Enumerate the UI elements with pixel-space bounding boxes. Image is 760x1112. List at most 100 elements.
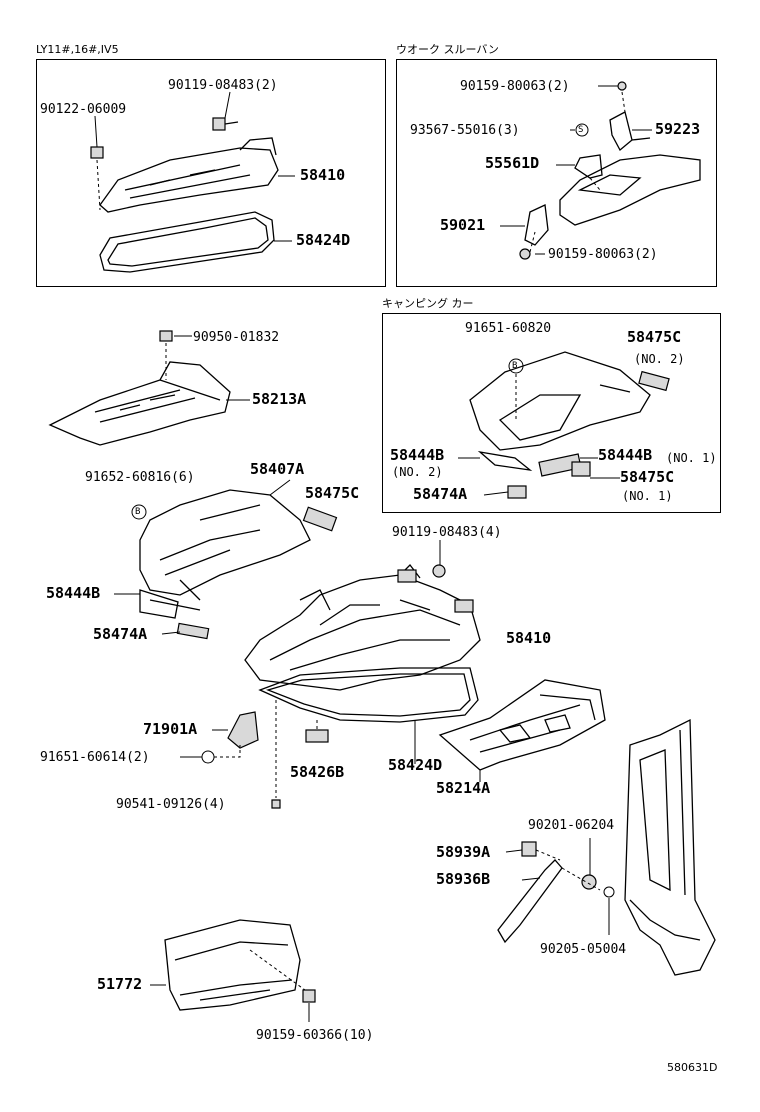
plate-59021 [524, 204, 549, 246]
part-note-58475c-no1: (NO. 1) [622, 489, 673, 503]
washer-90205 [603, 886, 615, 898]
part-label-58410-main[interactable]: 58410 [506, 629, 552, 647]
leader-58213a [174, 335, 250, 401]
part-label-58936b[interactable]: 58936B [436, 870, 491, 888]
part-label-90119-08483-4[interactable]: 90119-08483(4) [392, 525, 502, 540]
leader-arm [505, 838, 610, 935]
bracket-71901a [227, 711, 259, 749]
symbol-b-circle-main [131, 504, 147, 520]
trim-58424d-small [99, 211, 275, 273]
clip-90541 [271, 799, 281, 809]
figure-id: 580631D [667, 1061, 718, 1074]
dash-71901a [214, 745, 241, 758]
frame-left-variant [36, 59, 386, 287]
part-label-58939a[interactable]: 58939A [436, 843, 491, 861]
part-label-59223[interactable]: 59223 [655, 120, 701, 138]
part-label-90159-80063-top[interactable]: 90159-80063(2) [460, 79, 570, 94]
floor-58214a [438, 679, 606, 771]
trim-58424d-main [258, 667, 479, 723]
pad-58474a-camp [507, 485, 527, 499]
part-note-58475c-no2: (NO. 2) [634, 352, 685, 366]
part-label-51772[interactable]: 51772 [97, 975, 143, 993]
washer-90201 [581, 874, 597, 890]
pad-58444b-no1 [538, 453, 582, 477]
leader-71901a [180, 729, 228, 758]
pad-58444b-no2 [477, 450, 533, 471]
symbol-s-circle [575, 123, 589, 137]
nut-91651-60614 [201, 750, 215, 764]
arm-58936b [497, 859, 563, 944]
part-label-90159-80063-bottom[interactable]: 90159-80063(2) [548, 247, 658, 262]
part-label-58214a[interactable]: 58214A [436, 779, 491, 797]
pad-58444b-main [139, 589, 179, 619]
leader-51772 [150, 984, 310, 1022]
part-label-90122-06009[interactable]: 90122-06009 [40, 102, 127, 117]
part-label-93567-55016[interactable]: 93567-55016(3) [410, 123, 520, 138]
variant-header-walkthrough: ウオーク スルーバン [396, 43, 499, 56]
part-label-91652-60816[interactable]: 91652-60816(6) [85, 470, 195, 485]
mat-58407a [139, 489, 311, 611]
symbol-b-camp: B [512, 361, 518, 371]
part-label-55561d[interactable]: 55561D [485, 154, 540, 172]
part-label-58407a[interactable]: 58407A [250, 460, 305, 478]
frame-walkthrough-van [396, 59, 717, 287]
symbol-b-circle-camp [508, 358, 524, 374]
pad-58475c-no2 [638, 370, 670, 392]
variant-header-camping: キャンピング カー [382, 297, 474, 310]
part-label-90201-06204[interactable]: 90201-06204 [528, 818, 615, 833]
part-label-58426b[interactable]: 58426B [290, 763, 345, 781]
part-label-90205-05004[interactable]: 90205-05004 [540, 942, 627, 957]
part-label-58444b-no1[interactable]: 58444B [598, 446, 653, 464]
part-label-90119-08483-2[interactable]: 90119-08483(2) [168, 78, 278, 93]
leader-58407a [114, 479, 291, 635]
pad-58426b [305, 729, 329, 743]
part-label-59021[interactable]: 59021 [440, 216, 486, 234]
clip-90119-small [212, 117, 239, 131]
bolt-58939a [521, 841, 537, 857]
part-label-58474a-camp[interactable]: 58474A [413, 485, 468, 503]
part-label-58444b-main[interactable]: 58444B [46, 584, 101, 602]
bolt-90159-top [617, 81, 627, 91]
part-label-91651-60614[interactable]: 91651-60614(2) [40, 750, 150, 765]
part-label-58475c-main[interactable]: 58475C [305, 484, 360, 502]
clip-90119-main [432, 564, 446, 578]
floor-mat-58410-small [99, 137, 279, 213]
dash-51772 [249, 949, 306, 991]
symbol-b-main: B [135, 507, 141, 517]
part-label-58475c-no2[interactable]: 58475C [627, 328, 682, 346]
part-label-58474a-main[interactable]: 58474A [93, 625, 148, 643]
clip-90950 [159, 330, 173, 342]
leader-box2 [500, 85, 652, 255]
part-label-58475c-no1[interactable]: 58475C [620, 468, 675, 486]
symbol-s: S [578, 125, 584, 135]
part-label-58213a[interactable]: 58213A [252, 390, 307, 408]
part-note-58444b-no2: (NO. 2) [392, 465, 443, 479]
dash-box2 [529, 91, 626, 253]
part-label-58424d-box[interactable]: 58424D [296, 231, 351, 249]
part-label-90159-60366[interactable]: 90159-60366(10) [256, 1028, 374, 1043]
pad-58474a-main [176, 622, 210, 640]
box-51772 [164, 919, 301, 1011]
part-label-58424d-main[interactable]: 58424D [388, 756, 443, 774]
variant-header-left: LY11#,16#,IV5 [36, 43, 119, 56]
part-label-91651-60820[interactable]: 91651-60820 [465, 321, 552, 336]
part-label-58444b-no2[interactable]: 58444B [390, 446, 445, 464]
pad-58475c-no1 [571, 461, 591, 477]
part-label-90950-01832[interactable]: 90950-01832 [193, 330, 280, 345]
dash-arm [535, 849, 601, 891]
part-label-90541-09126[interactable]: 90541-09126(4) [116, 797, 226, 812]
bracket-55561d [574, 154, 603, 179]
side-panel-rear [624, 718, 716, 976]
part-note-58444b-no1: (NO. 1) [666, 451, 717, 465]
part-label-58410-box[interactable]: 58410 [300, 166, 346, 184]
part-label-71901a[interactable]: 71901A [143, 720, 198, 738]
floor-mat-58410-main [244, 564, 481, 691]
frame-camping-car [382, 313, 721, 513]
leader-box3 [458, 457, 620, 496]
floor-58213a [48, 361, 231, 446]
pad-58475c-main [302, 506, 338, 532]
bracket-59223 [609, 111, 651, 152]
floor-camping [469, 351, 651, 451]
floor-walkthrough [559, 154, 701, 226]
